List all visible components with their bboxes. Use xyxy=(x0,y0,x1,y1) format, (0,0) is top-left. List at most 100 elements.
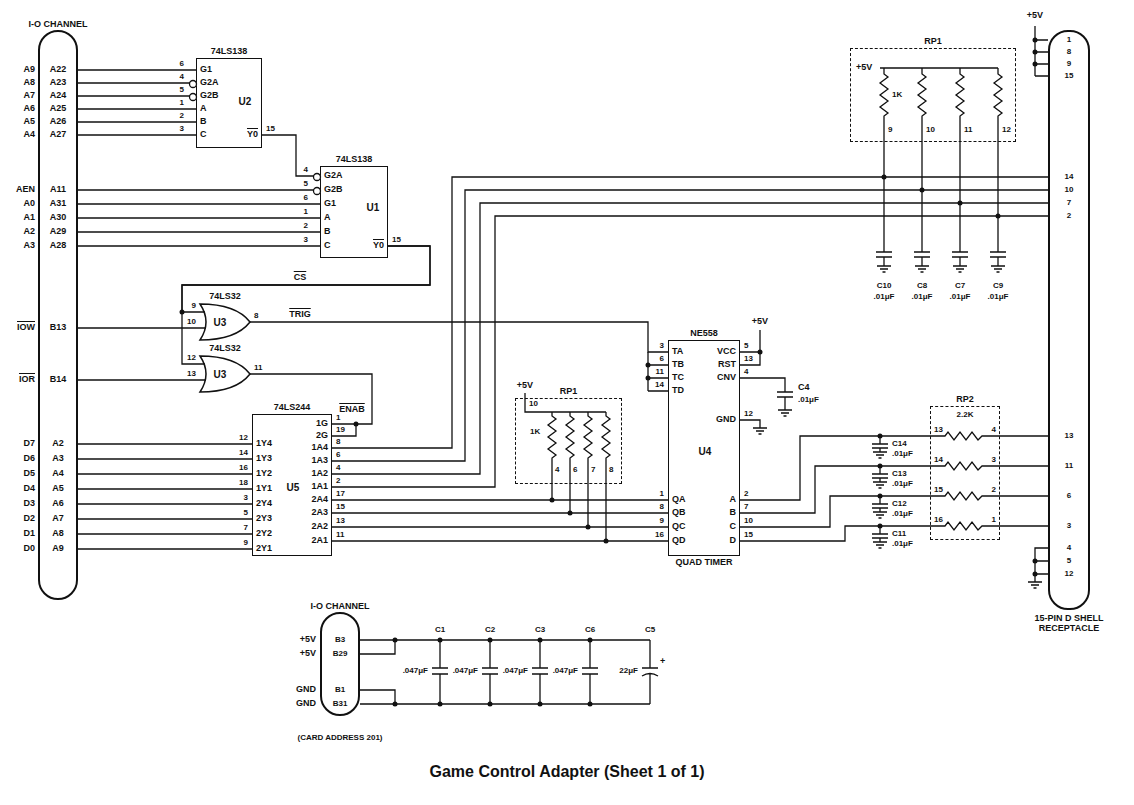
pin-label: 4 xyxy=(555,466,559,475)
pin-label: 7 xyxy=(1067,199,1071,208)
part-heading: 74LS32 xyxy=(209,344,241,354)
pin-label: 1Y2 xyxy=(256,469,272,479)
pin-label: 2A3 xyxy=(311,508,328,518)
pin-label: 10 xyxy=(1065,186,1074,195)
pin-label: 4 xyxy=(1067,544,1071,553)
pin-label: +5V xyxy=(752,317,768,327)
pin-label: 2 xyxy=(304,222,308,231)
pin-label: 3 xyxy=(244,494,248,503)
pin-label: 2A4 xyxy=(311,495,328,505)
pin-label: C10 xyxy=(877,282,892,291)
pin-label: C xyxy=(730,522,737,532)
pin-label: AEN xyxy=(16,185,35,195)
part-heading: RP1 xyxy=(560,387,578,397)
pin-label: D7 xyxy=(23,439,35,449)
pin-label: B14 xyxy=(50,375,67,385)
pin-label: A22 xyxy=(50,65,67,75)
pin-label: 10 xyxy=(529,400,538,409)
pin-label: QB xyxy=(672,508,686,518)
inversion-bubbles xyxy=(197,59,198,60)
pin-label: 12 xyxy=(187,354,196,363)
pin-label: 3 xyxy=(180,125,184,134)
pin-label: D4 xyxy=(23,484,35,494)
part-heading: RP1 xyxy=(924,37,942,47)
or-gate: 74LS32U3 xyxy=(200,356,250,392)
pin-label: 4 xyxy=(304,166,308,175)
pin-label: A30 xyxy=(50,213,67,223)
pin-label: 1A2 xyxy=(311,469,328,479)
pin-label: G1 xyxy=(324,199,336,209)
pin-label: 2 xyxy=(744,490,748,499)
pin-label: 9 xyxy=(1067,60,1071,69)
resistor-symbol xyxy=(525,393,610,541)
part-label: U4 xyxy=(699,446,712,457)
pin-label: 13 xyxy=(336,517,345,526)
signal-wire xyxy=(78,379,200,380)
pin-label: 8 xyxy=(660,503,664,512)
pin-label: 9 xyxy=(660,517,664,526)
pin-label: QC xyxy=(672,522,686,532)
pin-label: .01μF xyxy=(912,293,933,302)
pin-label: 12 xyxy=(239,434,248,443)
pin-label: 13 xyxy=(1065,432,1074,441)
pin-label: .047μF xyxy=(403,667,428,676)
pin-label: 12 xyxy=(744,410,753,419)
pin-label: 2Y3 xyxy=(256,514,272,524)
pin-label: 1A3 xyxy=(311,456,328,466)
pin-label: +5V xyxy=(300,635,316,645)
pin-label: 8 xyxy=(1067,48,1071,57)
pin-label: 1 xyxy=(992,516,996,525)
signal-wire xyxy=(78,203,320,204)
pin-label: .047μF xyxy=(553,667,578,676)
pin-label: 9 xyxy=(244,539,248,548)
pin-label: 6 xyxy=(180,60,184,69)
pin-label: B xyxy=(324,227,331,237)
pin-label: 13 xyxy=(744,355,753,364)
pin-label: 12 xyxy=(1065,570,1074,579)
pin-label: GND xyxy=(296,685,316,695)
pin-label: 15 xyxy=(934,486,943,495)
signal-wire xyxy=(78,533,252,534)
pin-label: 13 xyxy=(187,370,196,379)
pin-label: 2 xyxy=(1067,212,1071,221)
pin-label: A11 xyxy=(50,185,66,195)
pin-label: 1G xyxy=(316,419,328,429)
pin-label: A0 xyxy=(23,199,35,209)
ground-symbol xyxy=(778,410,792,416)
pin-label: 3 xyxy=(304,236,308,245)
signal-wire xyxy=(78,108,196,109)
pin-label: 10 xyxy=(187,318,196,327)
signal-wire xyxy=(78,443,252,444)
pin-label: .01μF xyxy=(798,396,819,405)
part-heading: RP2 xyxy=(956,395,974,405)
pin-label: 14 xyxy=(934,456,943,465)
pin-label: B xyxy=(730,508,737,518)
pin-label: Y0 xyxy=(247,130,258,140)
part-heading: 74LS244 xyxy=(274,403,311,413)
pin-label: C6 xyxy=(585,626,595,635)
pin-label: 6 xyxy=(304,194,308,203)
signal-wire xyxy=(740,496,930,527)
pin-label: D2 xyxy=(23,514,35,524)
pin-label: G1 xyxy=(200,65,212,75)
signal-wire xyxy=(78,134,196,135)
pin-label: 2.2K xyxy=(957,411,974,420)
pin-label: 3 xyxy=(660,342,664,351)
input-stub xyxy=(200,364,206,380)
pin-label: 5 xyxy=(244,509,248,518)
ground-wire xyxy=(740,420,767,434)
pin-label: A8 xyxy=(23,78,35,88)
pin-label: C13 xyxy=(892,470,907,479)
pin-label: A29 xyxy=(50,227,67,237)
pin-label: 15 xyxy=(266,125,275,134)
pin-label: 5 xyxy=(180,86,184,95)
inversion-bubble xyxy=(314,174,321,181)
pin-label: 5 xyxy=(1067,557,1071,566)
capacitor-symbol xyxy=(872,436,888,548)
pin-label: 15 xyxy=(744,531,753,540)
pin-label: 1 xyxy=(660,490,664,499)
pin-label: B13 xyxy=(50,323,67,333)
pin-label: .01μF xyxy=(892,540,913,549)
pin-label: 6 xyxy=(336,451,340,460)
